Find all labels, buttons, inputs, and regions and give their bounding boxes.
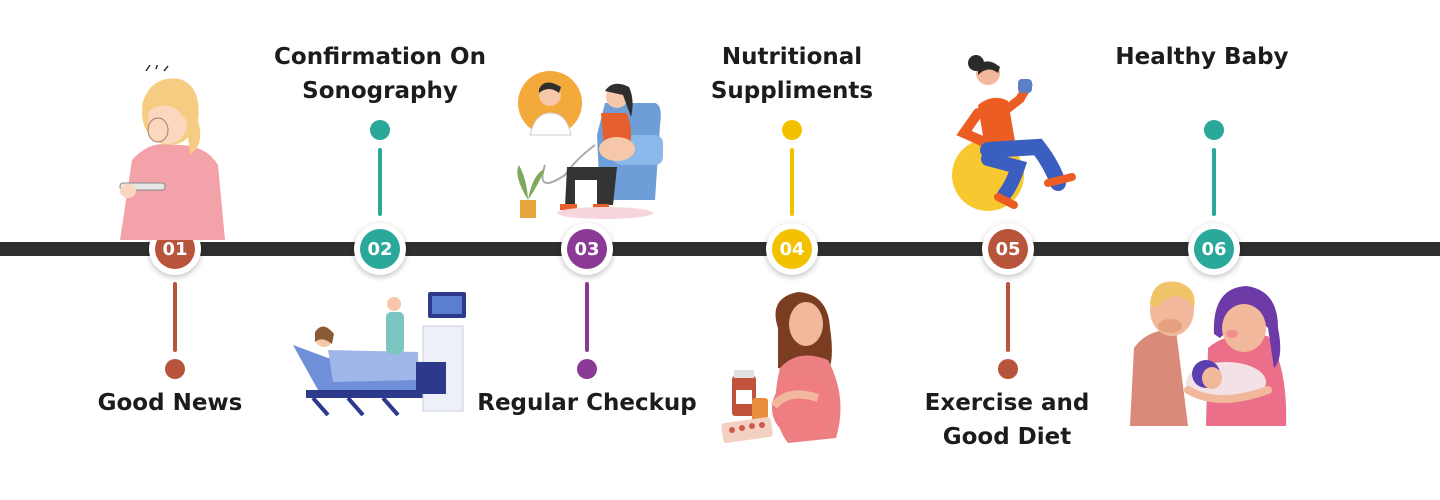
woman-on-exercise-ball-icon: [952, 55, 1076, 211]
parents-with-baby-icon: [1130, 281, 1287, 426]
step-1-connector: [173, 282, 177, 352]
step-5-node: 05: [982, 223, 1034, 275]
doctor-checkup-icon: [517, 71, 663, 219]
step-3-connector: [585, 282, 589, 352]
step-3-node: 03: [561, 223, 613, 275]
step-5-dot: [998, 359, 1018, 379]
pregnant-woman-with-medicine-icon: [721, 292, 841, 443]
step-2-label: Confirmation On Sonography: [274, 44, 486, 104]
step-6-number: 06: [1194, 229, 1234, 269]
step-6-connector: [1212, 148, 1216, 216]
step-4-dot: [782, 120, 802, 140]
step-5-label: Exercise and Good Diet: [924, 390, 1090, 450]
step-6-dot: [1204, 120, 1224, 140]
step-2-node: 02: [354, 223, 406, 275]
step-6-label: Healthy Baby: [1115, 44, 1289, 70]
step-4-node: 04: [766, 223, 818, 275]
step-3-number: 03: [567, 229, 607, 269]
step-4-number: 04: [772, 229, 812, 269]
step-1-label: Good News: [97, 390, 243, 416]
step-3-label: Regular Checkup: [477, 390, 697, 416]
step-2-number: 02: [360, 229, 400, 269]
step-2-connector: [378, 148, 382, 216]
step-6-node: 06: [1188, 223, 1240, 275]
ultrasound-scan-icon: [293, 292, 466, 417]
step-2-dot: [370, 120, 390, 140]
step-4-label: Nutritional Suppliments: [710, 44, 874, 104]
step-1-dot: [165, 359, 185, 379]
woman-with-pregnancy-test-icon: [119, 65, 225, 240]
step-5-connector: [1006, 282, 1010, 352]
step-3-dot: [577, 359, 597, 379]
step-4-connector: [790, 148, 794, 216]
step-5-number: 05: [988, 229, 1028, 269]
